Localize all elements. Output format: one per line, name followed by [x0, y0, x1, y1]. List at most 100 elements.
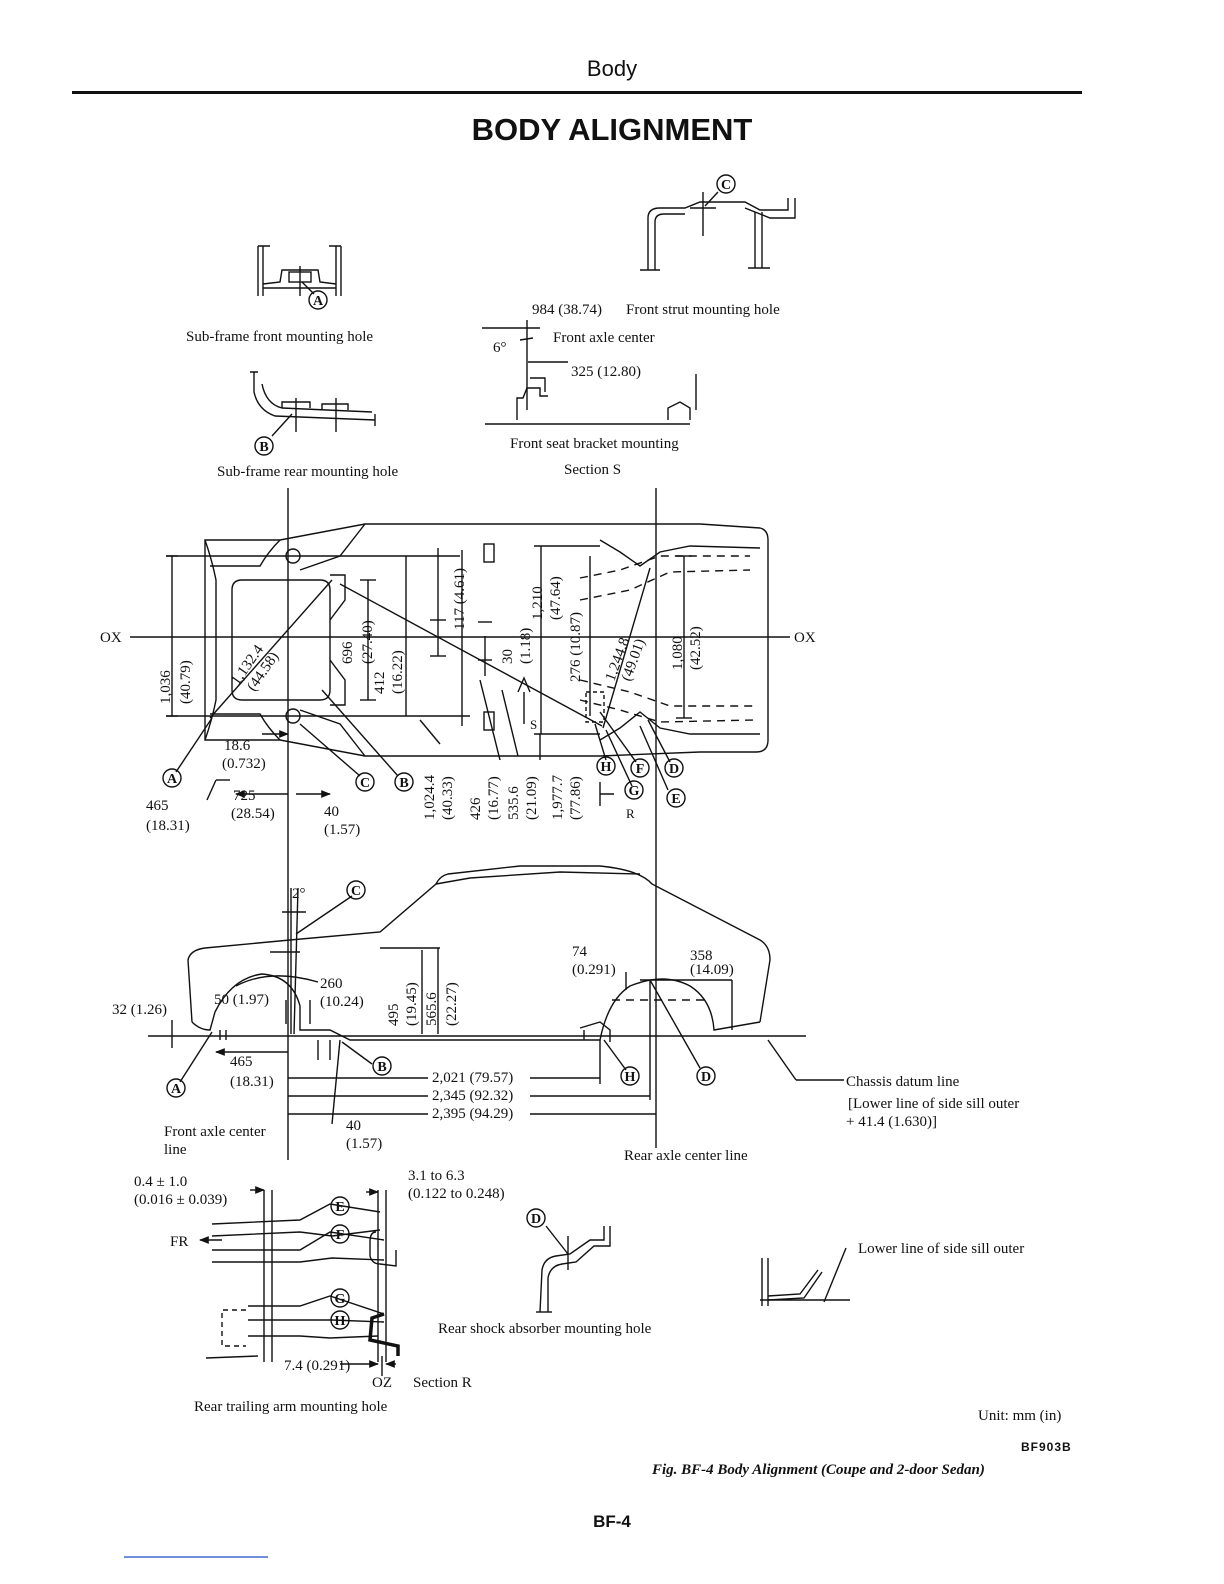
footer-line [124, 1556, 268, 1558]
dim-565-6: 565.6 [424, 992, 440, 1026]
dim-1024: 1,024.4 [422, 775, 438, 821]
page-title: BODY ALIGNMENT [471, 112, 753, 147]
front-strut-detail [640, 191, 796, 271]
front-axle-center-label: Front axle center [553, 330, 655, 346]
dim-426: 426 [468, 797, 484, 820]
dim-side-40: 40 [346, 1118, 361, 1134]
dim-18-6: 18.6 [224, 738, 251, 754]
dim-1036: 1,036 [158, 670, 174, 704]
dim-40-79: (40.79) [178, 660, 194, 704]
marker-label: A [167, 772, 178, 787]
figure-code: BF903B [1021, 1440, 1072, 1454]
r-mark: R [626, 806, 635, 821]
dim-725: 725 [233, 788, 256, 804]
dim-21-09: (21.09) [524, 776, 540, 820]
unit-note: Unit: mm (in) [978, 1408, 1062, 1424]
marker-label: G [335, 1292, 346, 1307]
dim-22-27: (22.27) [444, 982, 460, 1026]
dim-535-6: 535.6 [506, 786, 522, 820]
marker-g-r: G [330, 1288, 350, 1308]
running-header: Body [586, 56, 638, 81]
dim-358: 358 [690, 948, 713, 964]
rear-axle-line-label: Rear axle center line [624, 1148, 748, 1164]
dim-495: 495 [386, 1004, 402, 1027]
dim-19-45: (19.45) [404, 982, 420, 1026]
dim-40-33: (40.33) [440, 776, 456, 820]
angle-2-label: 2° [292, 886, 306, 902]
page-number: BF-4 [593, 1512, 631, 1531]
section-s-label: Section S [564, 462, 621, 478]
dim-1977: 1,977.7 [550, 775, 566, 821]
subframe-front-detail [257, 245, 342, 296]
ox-right-label: OX [794, 630, 816, 646]
figure-caption: Fig. BF-4 Body Alignment (Coupe and 2-do… [652, 1462, 985, 1478]
angle-6-label: 6° [493, 340, 507, 356]
marker-e-r: E [330, 1196, 350, 1216]
dim-14-09: (14.09) [690, 962, 734, 978]
dim-50: 50 (1.97) [214, 992, 269, 1008]
dim-465: 465 [146, 798, 169, 814]
dim-117: 117 (4.61) [452, 568, 468, 630]
rear-shock-label: Rear shock absorber mounting hole [438, 1321, 652, 1337]
dim-0-732: (0.732) [222, 756, 266, 772]
dim-27-40: (27.40) [360, 620, 376, 664]
dim-18-31: (18.31) [146, 818, 190, 834]
subframe-rear-label: Sub-frame rear mounting hole [217, 464, 399, 480]
dim-0-016: (0.016 ± 0.039) [134, 1192, 227, 1208]
marker-label: G [629, 784, 640, 799]
marker-a-side: A [166, 1078, 186, 1098]
front-axle-line-label-2: line [164, 1142, 187, 1158]
dim-32: 32 (1.26) [112, 1002, 167, 1018]
marker-c-plan: C [355, 772, 375, 792]
dim-0-4: 0.4 ± 1.0 [134, 1174, 187, 1190]
dim-0-291: (0.291) [572, 962, 616, 978]
marker-label: A [313, 294, 324, 309]
marker-c-top: C [716, 174, 736, 194]
dim-74: 74 [572, 944, 588, 960]
marker-f-r: F [330, 1224, 350, 1244]
marker-group: A C B A C B H F D G E C B A H D E F G H … [162, 174, 736, 1330]
marker-label: B [259, 440, 268, 455]
front-seat-bracket-detail [482, 320, 697, 425]
chassis-datum-label: Chassis datum line [846, 1074, 960, 1090]
marker-d-plan: D [664, 758, 684, 778]
marker-b-top: B [254, 436, 274, 456]
fr-label: FR [170, 1234, 188, 1250]
dim-1-57: (1.57) [324, 822, 360, 838]
dim-7-4: 7.4 (0.291) [284, 1358, 350, 1374]
marker-b-plan: B [394, 772, 414, 792]
dim-10-24: (10.24) [320, 994, 364, 1010]
marker-label: C [721, 178, 731, 193]
ox-left-label: OX [100, 630, 122, 646]
dim-696: 696 [340, 641, 356, 664]
dim-1-18: (1.18) [518, 628, 534, 664]
marker-a-top: A [308, 290, 328, 310]
marker-label: C [360, 776, 370, 791]
dim-0-122: (0.122 to 0.248) [408, 1186, 505, 1202]
dim-16-22: (16.22) [390, 650, 406, 694]
dim-30: 30 [500, 649, 516, 664]
dim-412: 412 [372, 672, 388, 695]
dim-28-54: (28.54) [231, 806, 275, 822]
lower-sill-label: Lower line of side sill outer [858, 1241, 1024, 1257]
marker-label: F [636, 762, 645, 777]
marker-label: H [335, 1314, 346, 1329]
dim-3-1: 3.1 to 6.3 [408, 1168, 465, 1184]
oz-label: OZ [372, 1375, 392, 1391]
dim-side-465: 465 [230, 1054, 253, 1070]
s-mark: S [530, 717, 537, 732]
header-rule [72, 91, 1082, 94]
front-strut-dim: 984 (38.74) [532, 302, 602, 318]
marker-label: E [671, 792, 680, 807]
front-strut-label: Front strut mounting hole [626, 302, 780, 318]
dim-2345: 2,345 (92.32) [432, 1088, 513, 1104]
rear-trailing-label: Rear trailing arm mounting hole [194, 1399, 388, 1415]
marker-label: E [335, 1200, 344, 1215]
marker-g-plan: G [624, 780, 644, 800]
dim-47-64: (47.64) [548, 576, 564, 620]
lower-sill-detail [760, 1247, 850, 1306]
dim-325-label: 325 (12.80) [571, 364, 641, 380]
dim-260: 260 [320, 976, 343, 992]
dim-42-52: (42.52) [688, 626, 704, 670]
